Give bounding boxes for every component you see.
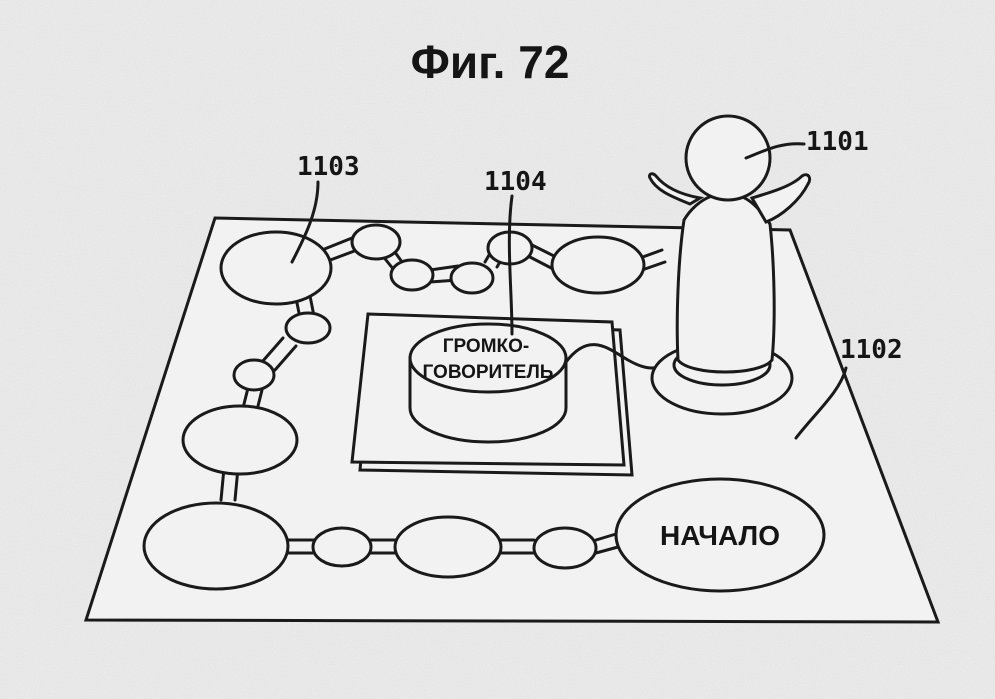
figure-head <box>684 114 772 202</box>
space <box>181 404 299 476</box>
ref-1102: 1102 <box>840 335 903 365</box>
start-label: НАЧАЛО <box>660 520 780 551</box>
space <box>532 526 598 570</box>
reference-labels: 1103 1104 1101 1102 <box>290 127 903 440</box>
leader-1103 <box>290 180 320 264</box>
space <box>142 501 290 591</box>
space <box>284 311 332 345</box>
space <box>393 515 503 579</box>
leader-1102 <box>794 366 848 440</box>
space <box>550 235 646 295</box>
ref-1104: 1104 <box>484 167 547 197</box>
leader-1101 <box>744 142 806 160</box>
space <box>389 258 435 292</box>
space-1103 <box>219 230 333 306</box>
space <box>232 358 276 392</box>
ref-1103: 1103 <box>297 152 360 182</box>
space <box>311 526 373 568</box>
ref-1101: 1101 <box>806 127 869 157</box>
figure-piece <box>648 114 812 416</box>
figure-title: Фиг. 72 <box>411 36 570 88</box>
figure-body <box>675 194 776 374</box>
speaker-label-line1: ГРОМКО- <box>443 336 530 357</box>
space <box>449 261 495 295</box>
speaker-cable <box>564 343 664 370</box>
speaker-module: ГРОМКО- ГОВОРИТЕЛЬ <box>350 312 664 477</box>
figure-right-arm <box>749 173 812 224</box>
speaker-label-line2: ГОВОРИТЕЛЬ <box>423 362 554 383</box>
leader-1104 <box>507 194 514 336</box>
start-space <box>614 477 826 593</box>
figure-left-arm <box>648 172 705 206</box>
space <box>350 223 402 261</box>
speaker-top <box>408 322 568 394</box>
board-spaces <box>142 223 826 593</box>
